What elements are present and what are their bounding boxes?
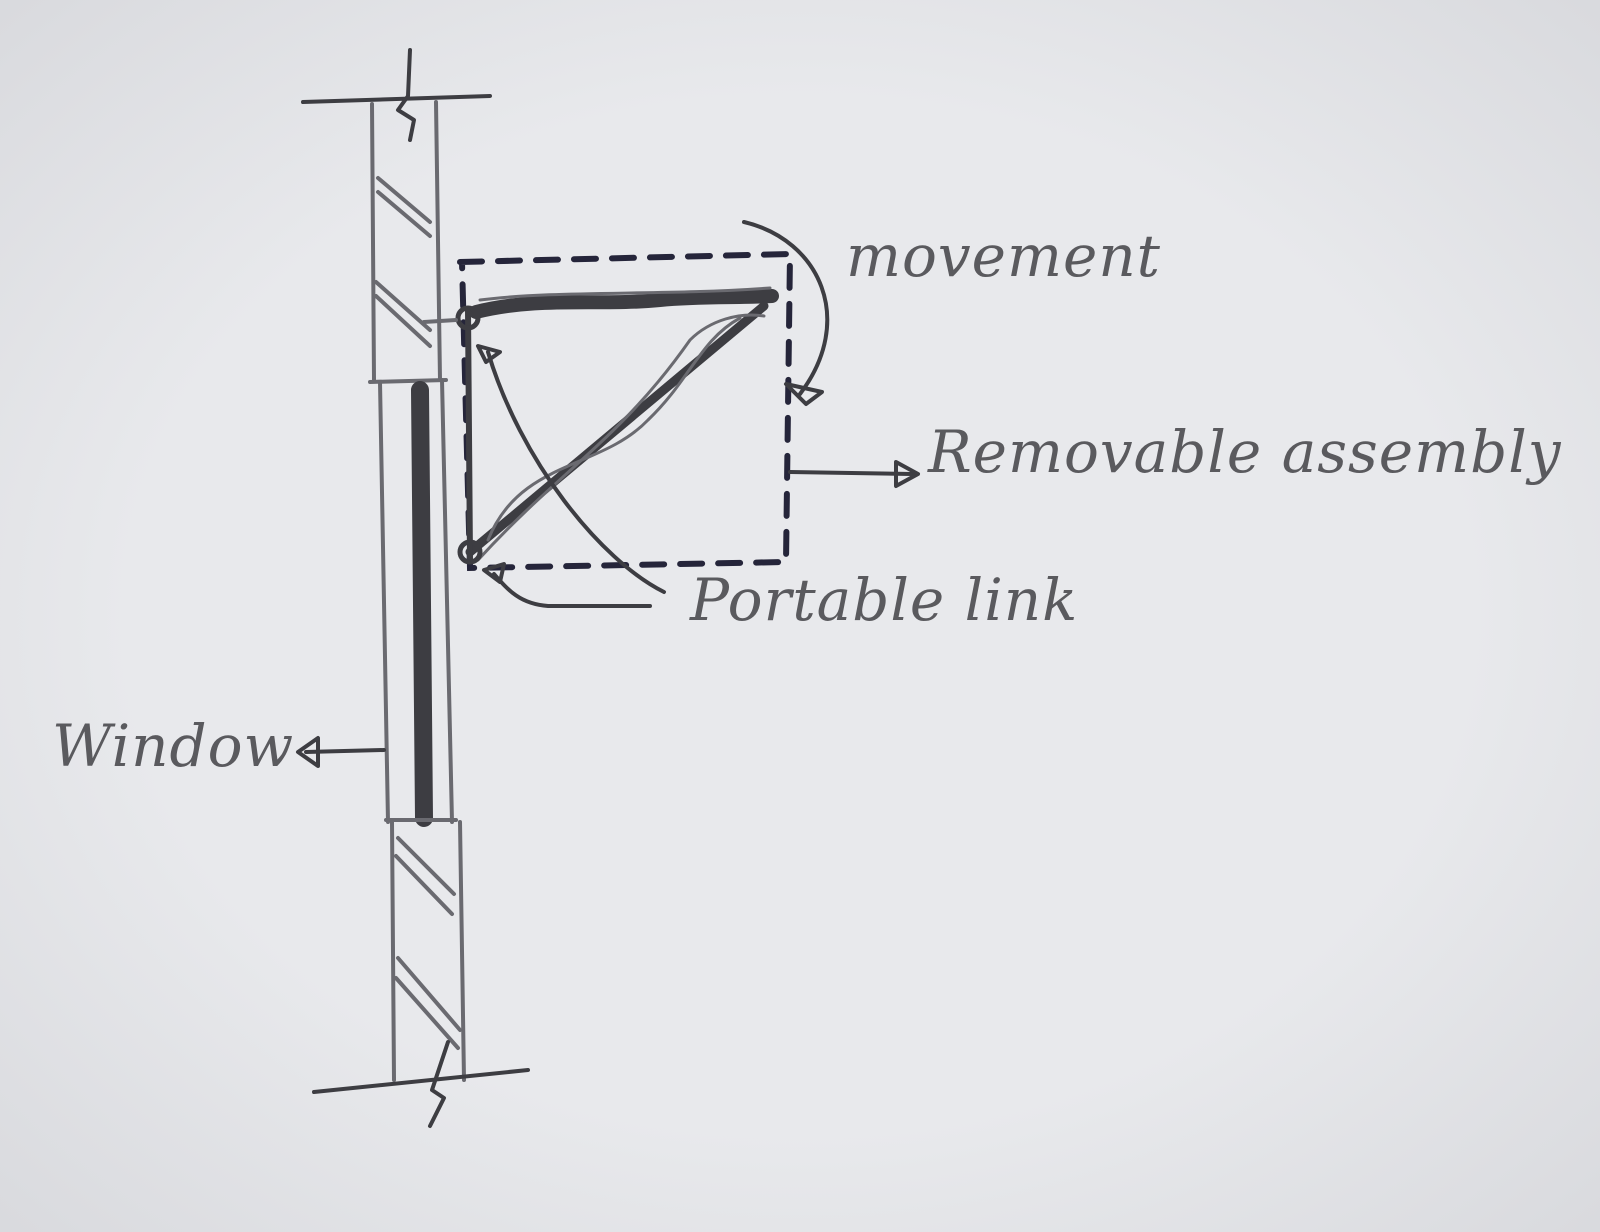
wall-line-right-upper [434, 100, 442, 382]
label-portable-link: Portable link [689, 566, 1078, 634]
wall-hatch-1 [376, 176, 432, 238]
window-head-line [368, 378, 448, 384]
upper-pivot [455, 305, 481, 331]
movement-arrowhead [784, 382, 824, 406]
bracket-wall-plate [465, 307, 473, 563]
wall-hatch-2 [374, 280, 432, 348]
wall-hatch-4 [394, 956, 462, 1050]
removable-assembly-arrow [788, 470, 914, 476]
bracket-top-arm [469, 289, 779, 319]
wall-line-left-lower [390, 820, 396, 1082]
bottom-break-symbol [428, 1040, 450, 1128]
bracket-diagonal-strut [465, 301, 769, 557]
wall-line-left-upper [370, 102, 376, 382]
portable-link-arrowhead-lower [482, 562, 506, 584]
lower-pivot [457, 539, 483, 565]
bracket-strut-curve [486, 316, 742, 542]
upper-pivot-stub [422, 318, 458, 324]
label-window: Window [52, 712, 294, 780]
top-break-symbol [396, 48, 416, 142]
portable-link-arrowhead-upper [476, 344, 502, 364]
bracket-strut-edge [476, 313, 766, 562]
window-jamb-left [378, 380, 390, 824]
bottom-break-line [312, 1068, 530, 1094]
bracket-top-arm-edge [478, 286, 772, 302]
label-removable-assembly: Removable assembly [927, 418, 1562, 486]
annotations [296, 220, 920, 768]
wall-section [301, 48, 530, 1128]
label-movement: movement [846, 222, 1161, 290]
top-break-line [301, 94, 492, 104]
window-glazing [411, 381, 433, 827]
portable-link-arrow-upper [486, 350, 666, 594]
wall-hatch-3 [394, 836, 456, 916]
window-arrowhead [296, 736, 320, 768]
removable-assembly-arrowhead [894, 460, 920, 488]
movement-arrow [742, 220, 830, 396]
bracket-assembly [422, 250, 794, 572]
wall-line-right-lower [458, 820, 466, 1082]
window-jamb-right [440, 378, 454, 824]
